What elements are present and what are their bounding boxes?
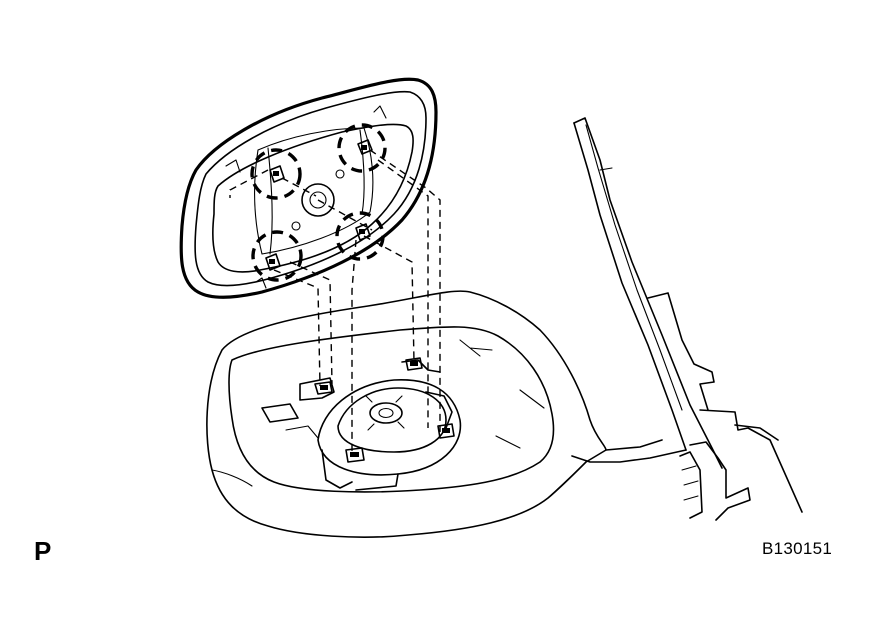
claw-marker-circle [251,230,303,282]
claw-marker-circle [335,211,385,261]
view-label: P [34,536,52,566]
mirror-glass [179,77,438,299]
claw-marker-circle [250,148,302,200]
claw-marker-circle [337,123,387,173]
outer-mirror-housing [206,290,607,538]
mirror-motor-actuator [261,357,521,491]
claw-markers [250,123,387,282]
figure-code: B130151 [762,539,833,558]
mirror-mounting-arm [571,117,803,521]
